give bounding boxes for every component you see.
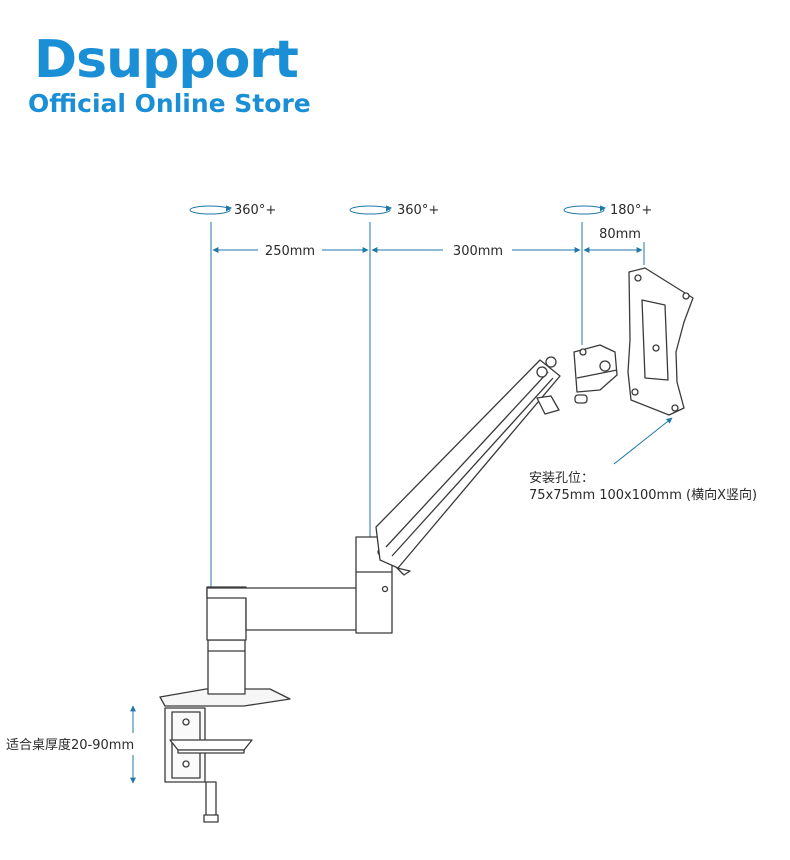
rotation-label-2: 360°+ bbox=[397, 203, 439, 218]
vesa-label: 安装孔位： bbox=[529, 471, 594, 486]
rotation-icon-3 bbox=[563, 205, 607, 215]
rotation-icon-2 bbox=[349, 205, 393, 215]
brand-subtitle: Official Online Store bbox=[28, 89, 311, 118]
desk-thickness-label: 适合桌厚度20-90mm bbox=[6, 737, 134, 753]
dimension-300-label: 300mm bbox=[453, 244, 503, 259]
dimension-80-label: 80mm bbox=[599, 227, 641, 242]
rotation-label-3: 180°+ bbox=[610, 203, 652, 218]
rotation-label-1: 360°+ bbox=[234, 203, 276, 218]
dimension-250-label: 250mm bbox=[265, 244, 315, 259]
vesa-sizes: 75x75mm 100x100mm (横向X竖向) bbox=[529, 487, 757, 503]
desk-clamp bbox=[164, 707, 253, 823]
rotation-icon-1 bbox=[189, 205, 233, 215]
brand-logo: Dsupport Official Online Store bbox=[28, 30, 311, 118]
dimension-lines bbox=[130, 222, 673, 784]
brand-name: Dsupport bbox=[34, 30, 299, 90]
monitor-arm bbox=[159, 267, 694, 823]
